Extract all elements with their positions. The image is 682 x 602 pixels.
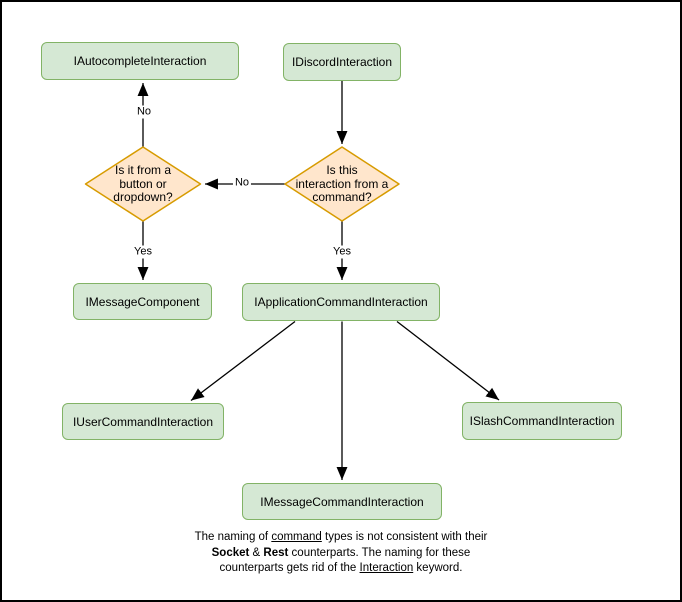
diagram-note: The naming of command types is not consi… (2, 530, 680, 577)
decision-label-command: Is this interaction from a command? (295, 162, 389, 204)
edge-application-command-to-slash-command (396, 320, 500, 401)
node-islashcommandinteraction: ISlashCommandInteraction (462, 402, 622, 440)
note-text: The naming of (194, 531, 272, 543)
note-text: counterparts gets rid of the (219, 562, 360, 574)
node-imessagecommandinteraction: IMessageCommandInteraction (242, 483, 442, 520)
note-text: types is not consistent with their (321, 531, 488, 543)
node-iapplicationcommandinteraction: IApplicationCommandInteraction (242, 283, 440, 321)
note-text-bold: Rest (263, 546, 289, 559)
node-label: IDiscordInteraction (291, 55, 393, 69)
edge-label-no-left: No (232, 176, 252, 190)
note-line-1: The naming of command types is not consi… (2, 530, 680, 546)
decision-diamond-command (284, 146, 400, 222)
node-iautocompleteinteraction: IAutocompleteInteraction (41, 42, 239, 80)
node-iusercommandinteraction: IUserCommandInteraction (62, 403, 224, 440)
note-text-underlined: Interaction (359, 562, 414, 574)
note-text: keyword. (413, 562, 463, 574)
note-text-bold: Socket (211, 546, 250, 559)
node-label: ISlashCommandInteraction (469, 414, 615, 428)
edge-label-no-up: No (134, 105, 154, 119)
node-label: IMessageCommandInteraction (260, 494, 424, 509)
edge-label-yes-right: Yes (331, 245, 353, 259)
node-label: IMessageComponent (85, 294, 200, 309)
decision-label-button-dropdown: Is it from a button or dropdown? (113, 162, 173, 204)
node-idiscordinteraction: IDiscordInteraction (283, 43, 401, 81)
edge-label-yes-left: Yes (132, 245, 154, 259)
note-text: & (249, 546, 264, 559)
node-label: IApplicationCommandInteraction (254, 295, 428, 309)
node-imessagecomponent: IMessageComponent (73, 283, 212, 320)
note-text-underlined: command (271, 531, 322, 543)
node-label: IUserCommandInteraction (72, 414, 214, 429)
note-text: counterparts. The naming for these (288, 546, 471, 559)
node-label: IAutocompleteInteraction (73, 54, 207, 68)
note-line-3: counterparts gets rid of the Interaction… (2, 561, 680, 577)
decision-diamond-button-dropdown (84, 146, 202, 222)
note-line-2: Socket & Rest counterparts. The naming f… (2, 546, 680, 562)
edge-application-command-to-user-command (190, 320, 296, 402)
